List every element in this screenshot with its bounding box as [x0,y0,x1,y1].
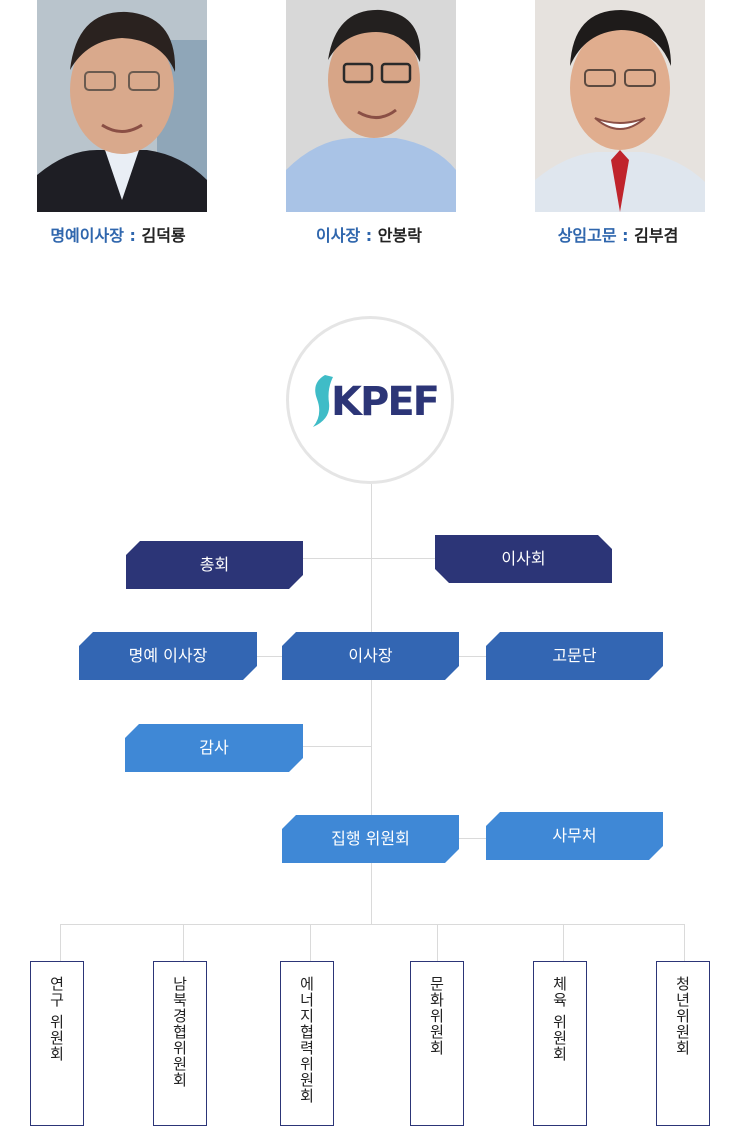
connector-committee [183,924,184,961]
org-board-of-directors: 이사회 [435,535,612,583]
committee-label: 연구 위원회 [47,976,66,1062]
photo-honorary-chair [37,0,207,212]
caption-honorary-chair: 명예이사장 : 김덕룡 [18,224,218,248]
connector-auditor [303,746,371,747]
org-advisory-group: 고문단 [486,632,663,680]
committee-research: 연구 위원회 [30,961,84,1126]
connector-committee [60,924,61,961]
caption-senior-advisor: 상임고문 : 김부겸 [518,224,718,248]
org-secretariat: 사무처 [486,812,663,860]
org-auditor: 감사 [125,724,303,772]
committee-label: 에너지협력위원회 [297,976,316,1104]
org-general-meeting: 총회 [126,541,303,589]
kpef-logo-mark: KPEF [313,375,437,427]
org-chairman: 이사장 [282,632,459,680]
caption-chairman: 이사장 : 안봉락 [269,224,469,248]
committee-inter-korean-economic: 남북경협위원회 [153,961,207,1126]
connector-committee [310,924,311,961]
committee-label: 청년위원회 [673,976,692,1056]
logo-text: KPEF [331,379,437,425]
connector-general-board [303,558,435,559]
committee-label: 문화위원회 [427,976,446,1056]
caption-role: 이사장 : [316,226,373,245]
caption-name: 안봉락 [377,226,422,245]
kpef-logo: KPEF [286,316,454,484]
photo-senior-advisor [535,0,705,212]
connector-committees-horizontal [60,924,684,925]
photo-chairman [286,0,456,212]
committee-label: 체육 위원회 [550,976,569,1062]
caption-role: 명예이사장 : [50,226,136,245]
connector-secretariat [459,838,486,839]
caption-name: 김부겸 [634,226,679,245]
org-honorary-chair: 명예 이사장 [79,632,257,680]
committee-sports: 체육 위원회 [533,961,587,1126]
connector-committee [684,924,685,961]
connector-committee [563,924,564,961]
caption-name: 김덕룡 [141,226,186,245]
org-executive-committee: 집행 위원회 [282,815,459,863]
committee-youth: 청년위원회 [656,961,710,1126]
committee-energy-cooperation: 에너지협력위원회 [280,961,334,1126]
connector-vertical-main [371,484,372,924]
connector-committee [437,924,438,961]
caption-role: 상임고문 : [557,226,629,245]
committee-culture: 문화위원회 [410,961,464,1126]
committee-label: 남북경협위원회 [170,976,189,1088]
